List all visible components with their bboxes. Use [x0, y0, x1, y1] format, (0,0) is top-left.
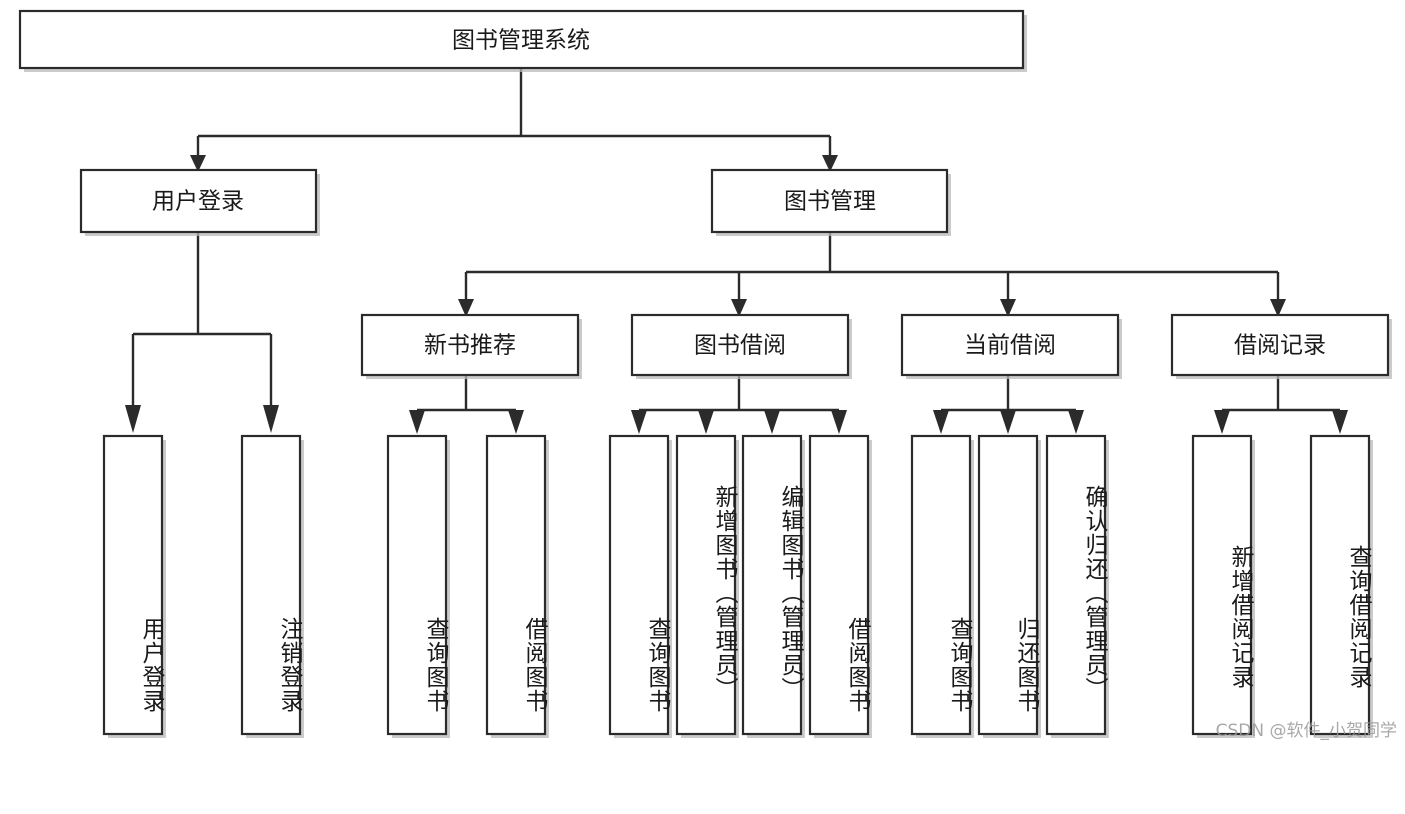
leaf-borrow-book-2-box	[808, 434, 870, 736]
node-leaf-query-book-1[interactable]	[386, 434, 450, 738]
node-leaf-edit-book[interactable]	[741, 434, 805, 738]
node-book-borrow[interactable]: 图书借阅	[630, 313, 852, 379]
arrow-leaf-user-login	[125, 405, 141, 433]
arrow-book-manage	[822, 155, 838, 172]
node-borrow-record[interactable]: 借阅记录	[1170, 313, 1392, 379]
book-manage-label: 图书管理	[784, 189, 876, 215]
csdn-watermark: CSDN @软件_小贺同学	[1215, 721, 1397, 741]
arrow-leaf-query-book-3	[933, 410, 949, 434]
leaf-confirm-return-box	[1045, 434, 1107, 736]
node-leaf-borrow-book-2[interactable]	[808, 434, 872, 738]
user-login-box	[79, 168, 318, 234]
arrow-leaf-return-book	[1000, 410, 1016, 434]
new-book-recommend-label: 新书推荐	[424, 333, 516, 359]
node-leaf-confirm-return[interactable]	[1045, 434, 1109, 738]
leaf-add-book-box	[675, 434, 737, 736]
borrow-record-label: 借阅记录	[1234, 333, 1326, 359]
node-leaf-query-book-2[interactable]	[608, 434, 672, 738]
root-box	[18, 9, 1025, 70]
node-leaf-user-login[interactable]	[102, 434, 166, 738]
arrow-leaf-user-logout	[263, 405, 279, 433]
leaf-user-login-box	[102, 434, 164, 736]
arrow-leaf-query-book-1	[409, 410, 425, 434]
leaf-edit-book-box	[741, 434, 803, 736]
arrow-borrow-record	[1270, 299, 1286, 317]
current-borrow-label: 当前借阅	[964, 333, 1056, 359]
arrow-new-book-recommend	[458, 299, 474, 317]
arrow-leaf-query-record	[1332, 410, 1348, 434]
leaf-query-book-2-box	[608, 434, 670, 736]
node-root[interactable]: 图书管理系统	[18, 9, 1027, 72]
arrow-current-borrow	[1000, 299, 1016, 317]
leaf-query-book-1-label: 查询图书	[422, 617, 448, 713]
arrow-leaf-add-book	[698, 410, 714, 434]
arrow-leaf-add-record	[1214, 410, 1230, 434]
flowchart-svg: 图书管理系统 用户登录 图书管理 新书推荐 图书借阅 当前借阅	[18, 9, 1392, 738]
user-login-label: 用户登录	[152, 189, 244, 215]
leaf-borrow-book-1-box	[485, 434, 547, 736]
leaf-query-record-box	[1309, 434, 1371, 736]
root-label: 图书管理系统	[452, 28, 590, 54]
leaf-query-book-2-label: 查询图书	[644, 617, 670, 713]
diagram-canvas: 图书管理系统 用户登录 图书管理 新书推荐 图书借阅 当前借阅	[18, 9, 1397, 741]
node-leaf-borrow-book-1[interactable]	[485, 434, 549, 738]
leaf-query-record-label: 查询借阅记录	[1345, 545, 1371, 689]
leaf-add-book-label: 新增图书（管理员）	[711, 485, 737, 701]
node-current-borrow[interactable]: 当前借阅	[900, 313, 1122, 379]
arrow-book-borrow	[731, 299, 747, 317]
leaf-user-logout-box	[240, 434, 302, 736]
leaf-confirm-return-label: 确认归还（管理员）	[1081, 485, 1107, 701]
leaf-return-book-label: 归还图书	[1013, 617, 1039, 713]
arrow-leaf-borrow-book-1	[508, 410, 524, 434]
node-new-book-recommend[interactable]: 新书推荐	[360, 313, 582, 379]
book-manage-box	[710, 168, 949, 234]
leaf-add-record-box	[1191, 434, 1253, 736]
borrow-record-box	[1170, 313, 1390, 377]
book-borrow-box	[630, 313, 850, 377]
leaf-edit-book-label: 编辑图书（管理员）	[777, 485, 803, 701]
node-user-login[interactable]: 用户登录	[79, 168, 320, 236]
node-book-manage[interactable]: 图书管理	[710, 168, 951, 236]
book-borrow-label: 图书借阅	[694, 333, 786, 359]
leaf-boxes-group	[102, 434, 1373, 738]
arrow-leaf-borrow-book-2	[831, 410, 847, 434]
arrow-user-login	[190, 155, 206, 172]
leaf-query-book-1-box	[386, 434, 448, 736]
node-leaf-return-book[interactable]	[977, 434, 1041, 738]
leaf-borrow-book-1-label: 借阅图书	[521, 617, 547, 713]
leaf-borrow-book-2-label: 借阅图书	[844, 617, 870, 713]
connector-group	[125, 68, 1348, 434]
arrow-leaf-confirm-return	[1068, 410, 1084, 434]
leaf-return-book-box	[977, 434, 1039, 736]
leaf-query-book-3-box	[910, 434, 972, 736]
new-book-recommend-box	[360, 313, 580, 377]
node-leaf-add-book[interactable]	[675, 434, 739, 738]
node-leaf-query-record[interactable]	[1309, 434, 1373, 738]
current-borrow-box	[900, 313, 1120, 377]
arrow-leaf-query-book-2	[631, 410, 647, 434]
arrow-leaf-edit-book	[764, 410, 780, 434]
leaf-user-login-label: 用户登录	[138, 617, 164, 713]
leaf-query-book-3-label: 查询图书	[946, 617, 972, 713]
leaf-user-logout-label: 注销登录	[276, 617, 302, 713]
node-leaf-user-logout[interactable]	[240, 434, 304, 738]
leaf-add-record-label: 新增借阅记录	[1227, 545, 1253, 689]
node-leaf-query-book-3[interactable]	[910, 434, 974, 738]
node-leaf-add-record[interactable]	[1191, 434, 1255, 738]
